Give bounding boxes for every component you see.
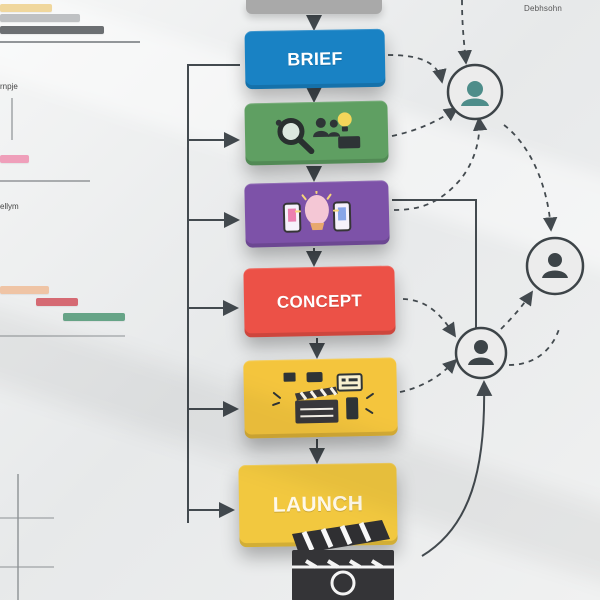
dashed-link-user-1-to-user-2 bbox=[503, 124, 558, 232]
dashed-link-concept-to-user-3 bbox=[402, 298, 456, 338]
ideation-card bbox=[244, 180, 390, 248]
user-avatar-icon-top bbox=[446, 63, 504, 121]
user-avatar-icon-bottom bbox=[454, 326, 508, 380]
left-chart-label-middle: ellym bbox=[0, 202, 19, 211]
main-left-feedback-line bbox=[187, 64, 240, 523]
launch-label: LAUNCH bbox=[272, 492, 364, 517]
left-chart-label-top: rnpje bbox=[0, 82, 18, 91]
production-card bbox=[243, 357, 398, 439]
brief-card: BRIEF bbox=[244, 28, 386, 90]
research-magnifier-users-lightbulb-icon bbox=[275, 112, 360, 155]
dashed-link-top-to-user-1 bbox=[457, 0, 472, 65]
concept-label: CONCEPT bbox=[276, 290, 363, 312]
brief-label: BRIEF bbox=[287, 48, 343, 69]
solid-link-launch-back-up bbox=[421, 380, 493, 557]
dashed-link-production-to-user-3 bbox=[399, 358, 458, 393]
production-film-clapper-media-icon bbox=[271, 372, 374, 424]
dashed-link-user-3-to-user-2 bbox=[500, 290, 533, 330]
dashed-link-brief-to-user-1 bbox=[387, 54, 447, 84]
dashed-link-research-to-user-1 bbox=[391, 106, 459, 137]
chart-bar-top-dark bbox=[0, 26, 104, 34]
gantt-bar-peach bbox=[0, 286, 49, 294]
ideation-lightbulb-phone-icon bbox=[282, 190, 352, 233]
dashed-link-ideation-to-user-1 bbox=[393, 116, 488, 211]
research-card bbox=[244, 100, 389, 166]
dashed-link-user-3-right bbox=[508, 325, 561, 366]
concept-card: CONCEPT bbox=[243, 265, 396, 338]
chart-bar-top-yellow bbox=[0, 4, 52, 12]
top-right-label: Debhsohn bbox=[524, 4, 563, 13]
solid-link-ideation-down bbox=[392, 199, 477, 338]
previous-card-stub bbox=[246, 0, 382, 14]
gantt-bar-teal bbox=[63, 313, 125, 321]
gantt-bar-pink bbox=[0, 155, 29, 163]
film-clapper-icon bbox=[292, 520, 394, 600]
gantt-bar-red bbox=[36, 298, 78, 306]
user-avatar-icon-right bbox=[525, 236, 585, 296]
chart-bar-top-gray bbox=[0, 14, 80, 22]
